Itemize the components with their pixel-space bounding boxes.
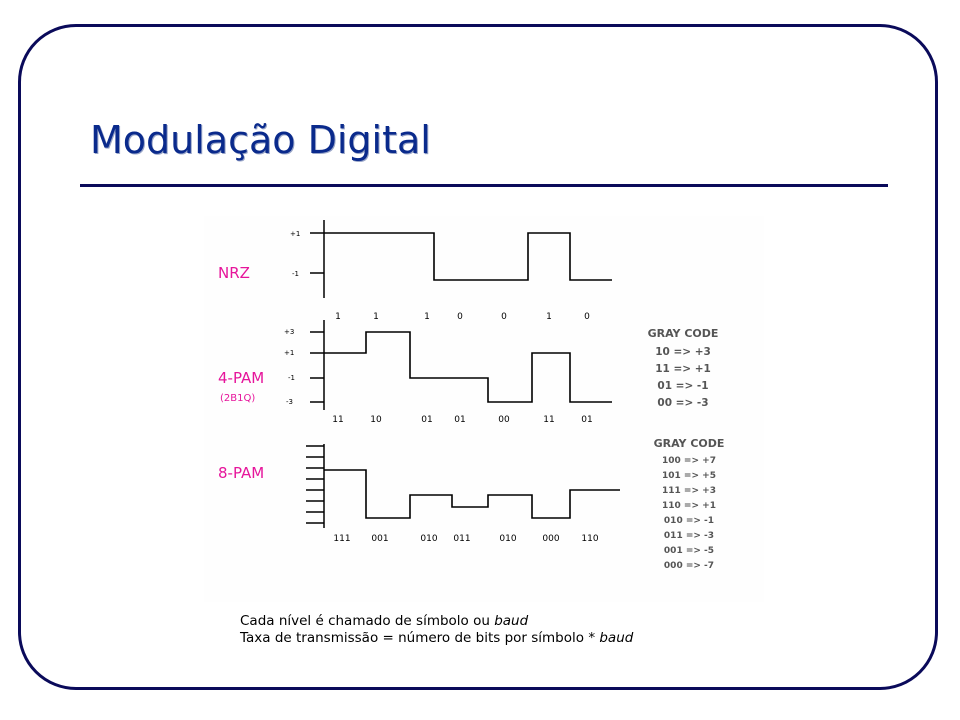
caption-line-1: Cada nível é chamado de símbolo ou baud: [240, 613, 633, 630]
nrz-label: NRZ: [218, 264, 250, 282]
pam4-level-label: -3: [286, 398, 293, 406]
pam4-gray-code-row: 11 => +1: [655, 363, 711, 375]
pam4-gray-code-row: 10 => +3: [655, 346, 711, 358]
caption-line-1-text: Cada nível é chamado de símbolo ou: [240, 613, 495, 629]
slide-frame: [18, 24, 938, 690]
pam8-symbol: 000: [542, 534, 559, 544]
pam8-gray-code-row: 111 => +3: [662, 486, 716, 496]
pam8-gray-code-row: 000 => -7: [664, 561, 714, 571]
nrz-level-label: -1: [292, 270, 299, 278]
pam4-gray-code-row: 01 => -1: [657, 380, 708, 392]
pam8-waveform: [324, 469, 620, 519]
pam8-gray-code-row: 110 => +1: [662, 501, 716, 511]
pam8-symbol: 111: [333, 534, 350, 544]
pam4-label: 4-PAM: [218, 369, 264, 387]
nrz-bit: 1: [335, 312, 341, 322]
slide-title: Modulação Digital: [90, 118, 431, 162]
pam4-level-label: +1: [284, 349, 294, 357]
nrz-bit: 0: [457, 312, 463, 322]
pam4-gray-code-table: GRAY CODE 10 => +3 11 => +1 01 => -1 00 …: [648, 327, 719, 409]
nrz-bit: 0: [584, 312, 590, 322]
pam8-gray-code-row: 011 => -3: [664, 531, 714, 541]
pam4-symbol: 01: [421, 415, 432, 425]
pam4-symbol: 11: [332, 415, 343, 425]
pam4-waveform: [324, 331, 612, 403]
caption-line-2: Taxa de transmissão = número de bits por…: [240, 630, 633, 647]
pam4-panel: 4-PAM (2B1Q) +3 +1 -1 -3 11 10 01 01 00 …: [218, 320, 612, 425]
pam4-symbol: 01: [454, 415, 465, 425]
pam8-gray-code-row: 101 => +5: [662, 471, 716, 481]
pam8-symbol: 011: [453, 534, 470, 544]
caption-line-2-italic: baud: [599, 630, 634, 646]
title-underline: [80, 184, 888, 187]
caption: Cada nível é chamado de símbolo ou baud …: [240, 613, 633, 647]
nrz-bit: 1: [424, 312, 430, 322]
pam8-symbol: 010: [420, 534, 437, 544]
pam8-gray-code-row: 001 => -5: [664, 546, 714, 556]
pam8-gray-code-row: 010 => -1: [664, 516, 714, 526]
pam4-symbol: 00: [498, 415, 510, 425]
pam8-symbol: 010: [499, 534, 516, 544]
caption-line-2-text: Taxa de transmissão = número de bits por…: [240, 630, 600, 646]
pam4-symbol: 01: [581, 415, 592, 425]
pam8-gray-code-row: 100 => +7: [662, 456, 716, 466]
pam4-level-label: -1: [288, 374, 295, 382]
nrz-panel: NRZ +1 -1 1 1 1 0 0 1 0: [218, 220, 612, 322]
pam4-gray-code-title: GRAY CODE: [648, 327, 719, 340]
pam4-symbol: 10: [370, 415, 382, 425]
pam4-level-label: +3: [284, 328, 294, 336]
pam8-label: 8-PAM: [218, 464, 264, 482]
nrz-bit: 0: [501, 312, 507, 322]
diagram-background: [204, 216, 764, 602]
pam4-sublabel: (2B1Q): [220, 393, 255, 404]
nrz-waveform: [324, 232, 612, 281]
nrz-level-label: +1: [290, 230, 300, 238]
pam4-symbol: 11: [543, 415, 554, 425]
caption-line-1-italic: baud: [494, 613, 529, 629]
pam8-panel: 8-PAM 111 001 010 011 010 000 110: [218, 444, 620, 544]
pam8-symbol: 110: [581, 534, 598, 544]
pam8-gray-code-title: GRAY CODE: [654, 437, 725, 450]
pam4-gray-code-row: 00 => -3: [657, 397, 708, 409]
modulation-diagram: NRZ +1 -1 1 1 1 0 0 1 0 4-PAM (2B1Q) +3 …: [204, 216, 764, 602]
nrz-bit: 1: [546, 312, 552, 322]
nrz-bit: 1: [373, 312, 379, 322]
pam8-symbol: 001: [371, 534, 388, 544]
pam8-gray-code-table: GRAY CODE 100 => +7 101 => +5 111 => +3 …: [654, 437, 725, 571]
